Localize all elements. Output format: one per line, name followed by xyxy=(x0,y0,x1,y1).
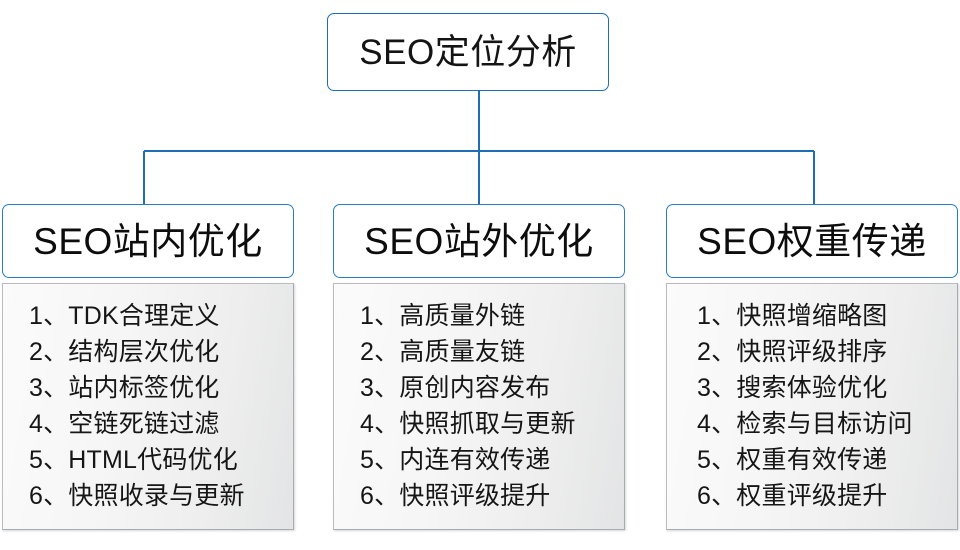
root-node[interactable]: SEO定位分析 xyxy=(327,13,609,91)
list-item: 3、站内标签优化 xyxy=(29,374,220,402)
list-item: 5、权重有效传递 xyxy=(697,446,888,474)
list-item: 4、快照抓取与更新 xyxy=(360,410,576,438)
branch-column-1: SEO站内优化 1、TDK合理定义 2、结构层次优化 3、站内标签优化 4、空链… xyxy=(2,204,294,530)
branch-column-2: SEO站外优化 1、高质量外链 2、高质量友链 3、原创内容发布 4、快照抓取与… xyxy=(333,204,625,530)
branch-list-2: 1、高质量外链 2、高质量友链 3、原创内容发布 4、快照抓取与更新 5、内连有… xyxy=(333,283,625,530)
list-item: 2、结构层次优化 xyxy=(29,338,220,366)
list-item: 2、高质量友链 xyxy=(360,338,526,366)
branch-header-3[interactable]: SEO权重传递 xyxy=(666,204,958,278)
branch-list-3: 1、快照增缩略图 2、快照评级排序 3、搜索体验优化 4、检索与目标访问 5、权… xyxy=(666,283,958,530)
list-item: 5、HTML代码优化 xyxy=(29,446,238,474)
list-item: 6、快照评级提升 xyxy=(360,482,551,510)
root-node-label: SEO定位分析 xyxy=(359,32,577,72)
list-item: 2、快照评级排序 xyxy=(697,338,888,366)
list-item: 1、快照增缩略图 xyxy=(697,302,888,330)
list-item: 1、TDK合理定义 xyxy=(29,302,220,330)
list-item: 1、高质量外链 xyxy=(360,302,526,330)
branch-header-label: SEO权重传递 xyxy=(697,220,927,262)
branch-header-label: SEO站内优化 xyxy=(33,220,263,262)
branch-header-label: SEO站外优化 xyxy=(364,220,594,262)
list-item: 3、搜索体验优化 xyxy=(697,374,888,402)
list-item: 6、权重评级提升 xyxy=(697,482,888,510)
branch-header-1[interactable]: SEO站内优化 xyxy=(2,204,294,278)
branch-column-3: SEO权重传递 1、快照增缩略图 2、快照评级排序 3、搜索体验优化 4、检索与… xyxy=(666,204,958,530)
list-item: 6、快照收录与更新 xyxy=(29,482,245,510)
branch-list-1: 1、TDK合理定义 2、结构层次优化 3、站内标签优化 4、空链死链过滤 5、H… xyxy=(2,283,294,530)
list-item: 4、空链死链过滤 xyxy=(29,410,220,438)
branch-header-2[interactable]: SEO站外优化 xyxy=(333,204,625,278)
list-item: 4、检索与目标访问 xyxy=(697,410,913,438)
list-item: 5、内连有效传递 xyxy=(360,446,551,474)
list-item: 3、原创内容发布 xyxy=(360,374,551,402)
